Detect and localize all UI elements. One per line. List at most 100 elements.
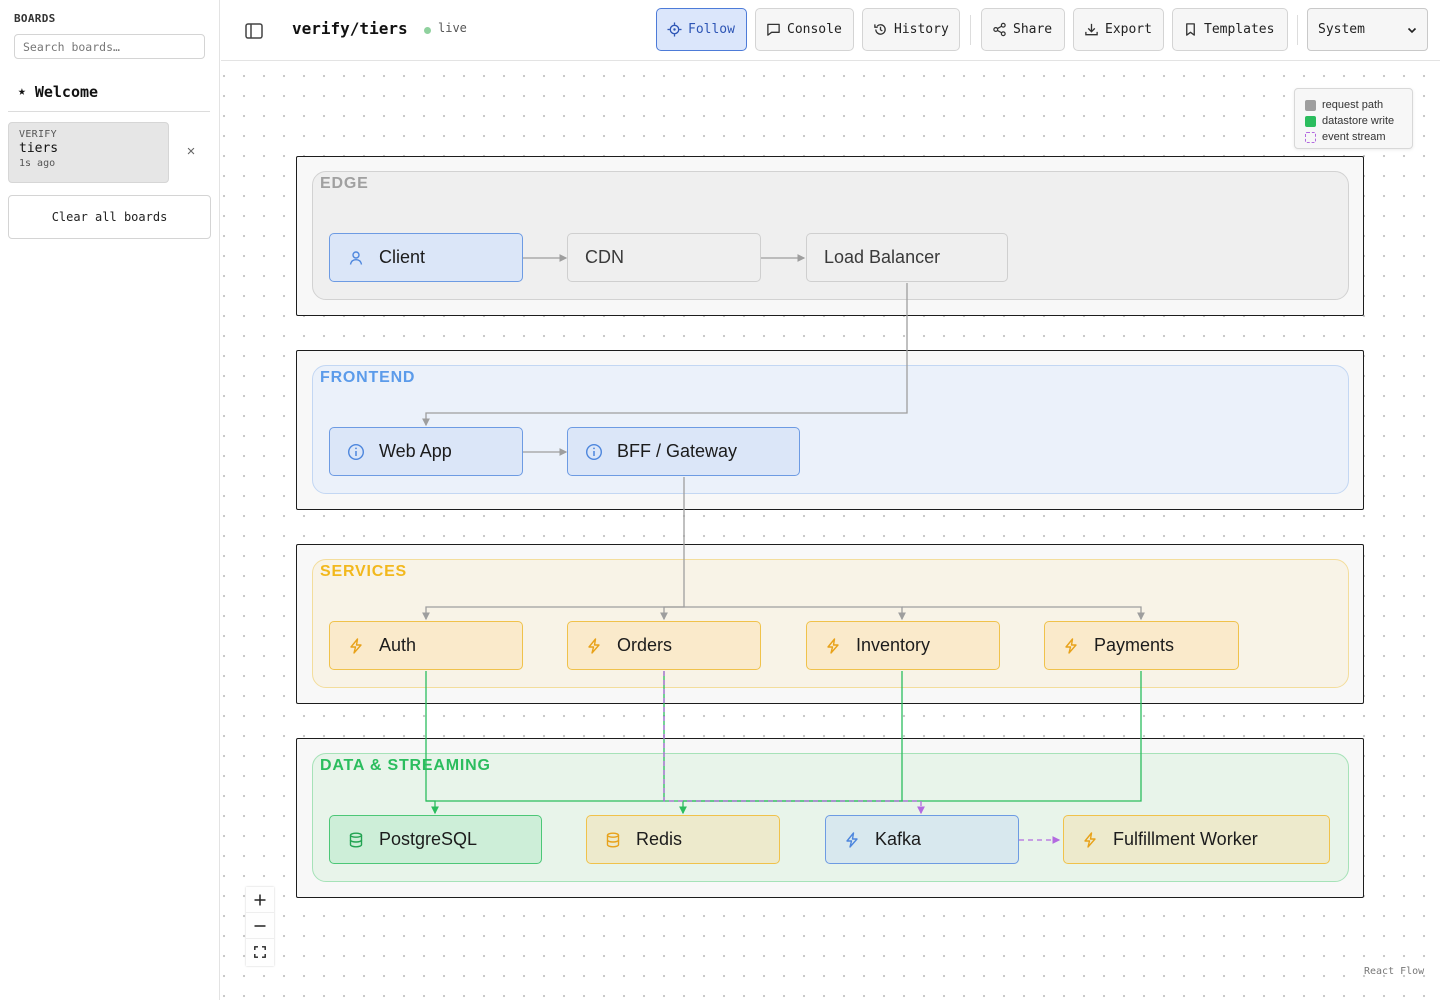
database-icon <box>604 831 622 849</box>
node-client[interactable]: Client <box>329 233 523 282</box>
download-icon <box>1085 23 1098 36</box>
board-name: tiers <box>19 141 59 156</box>
legend-label-stream: event stream <box>1322 131 1386 143</box>
node-fulfillment-worker[interactable]: Fulfillment Worker <box>1063 815 1330 864</box>
search-boards-input[interactable] <box>14 34 205 59</box>
sidebar-toggle-icon[interactable] <box>243 20 265 42</box>
legend-row-write: datastore write <box>1305 113 1412 129</box>
follow-button[interactable]: Follow <box>656 8 747 51</box>
legend-swatch-write <box>1305 115 1316 127</box>
node-label: Inventory <box>856 635 931 655</box>
tier-label-data: DATA & STREAMING <box>320 757 491 774</box>
info-icon <box>347 443 365 461</box>
clear-all-boards-button[interactable]: Clear all boards <box>8 195 211 239</box>
fullscreen-icon <box>254 946 266 958</box>
minus-icon <box>254 924 266 927</box>
templates-label: Templates <box>1204 22 1275 37</box>
toolbar-divider <box>1297 15 1298 45</box>
top-toolbar: verify/tiers live Follow Console History… <box>221 0 1440 61</box>
node-label: PostgreSQL <box>379 829 478 849</box>
share-icon <box>993 22 1006 37</box>
boards-sidebar: BOARDS ★ Welcome VERIFY tiers 1s ago × C… <box>0 0 220 1000</box>
console-label: Console <box>787 22 842 37</box>
theme-select[interactable]: System <box>1307 8 1428 51</box>
legend-row-stream: event stream <box>1305 129 1412 145</box>
node-label: Client <box>379 247 426 267</box>
history-button[interactable]: History <box>862 8 960 51</box>
edge-legend: request path datastore write event strea… <box>1294 88 1413 149</box>
export-label: Export <box>1105 22 1152 37</box>
sidebar-title: BOARDS <box>14 12 56 25</box>
legend-label-write: datastore write <box>1322 115 1395 127</box>
flow-canvas[interactable]: EDGE FRONTEND SERVICES DATA & STREAMING <box>221 61 1440 1000</box>
node-label: Kafka <box>875 829 922 849</box>
node-web-app[interactable]: Web App <box>329 427 523 476</box>
node-label: Fulfillment Worker <box>1113 829 1258 849</box>
lightning-icon <box>347 637 365 655</box>
templates-button[interactable]: Templates <box>1172 8 1288 51</box>
node-cdn[interactable]: CDN <box>567 233 761 282</box>
react-flow-attribution[interactable]: React Flow <box>1364 966 1425 977</box>
node-redis[interactable]: Redis <box>586 815 780 864</box>
node-label: Load Balancer <box>824 247 941 267</box>
legend-swatch-request <box>1305 99 1316 111</box>
sidebar-item-welcome[interactable]: ★ Welcome <box>8 72 210 112</box>
share-button[interactable]: Share <box>981 8 1065 51</box>
node-load-balancer[interactable]: Load Balancer <box>806 233 1008 282</box>
tier-label-services: SERVICES <box>320 563 408 580</box>
crosshair-icon <box>667 22 682 37</box>
close-board-icon[interactable]: × <box>186 143 196 160</box>
lightning-icon <box>843 831 861 849</box>
legend-row-request: request path <box>1305 97 1412 113</box>
info-icon <box>585 443 603 461</box>
node-inventory[interactable]: Inventory <box>806 621 1000 670</box>
theme-select-value: System <box>1318 22 1365 37</box>
page-title: verify/tiers <box>292 19 408 38</box>
console-button[interactable]: Console <box>755 8 854 51</box>
legend-swatch-stream <box>1305 131 1316 143</box>
node-orders[interactable]: Orders <box>567 621 761 670</box>
node-kafka[interactable]: Kafka <box>825 815 1019 864</box>
lightning-icon <box>585 637 603 655</box>
node-postgresql[interactable]: PostgreSQL <box>329 815 542 864</box>
database-icon <box>347 831 365 849</box>
fit-view-button[interactable] <box>246 939 274 965</box>
node-label: BFF / Gateway <box>617 441 738 461</box>
chat-icon <box>767 23 780 36</box>
welcome-label: Welcome <box>34 82 99 101</box>
lightning-icon <box>824 637 842 655</box>
history-label: History <box>894 22 949 37</box>
zoom-out-button[interactable] <box>246 913 274 939</box>
legend-label-request: request path <box>1322 99 1384 111</box>
live-status-dot <box>424 27 431 34</box>
node-bff-gateway[interactable]: BFF / Gateway <box>567 427 800 476</box>
zoom-in-button[interactable] <box>246 887 274 913</box>
chevron-down-icon <box>1407 27 1417 33</box>
node-label: CDN <box>585 247 624 267</box>
follow-label: Follow <box>688 22 735 37</box>
node-label: Auth <box>379 635 417 655</box>
board-time: 1s ago <box>19 158 56 169</box>
tier-label-edge: EDGE <box>320 175 369 192</box>
share-label: Share <box>1013 22 1053 37</box>
user-icon <box>347 249 365 267</box>
tier-label-frontend: FRONTEND <box>320 369 416 386</box>
lightning-icon <box>1081 831 1099 849</box>
node-payments[interactable]: Payments <box>1044 621 1239 670</box>
export-button[interactable]: Export <box>1073 8 1164 51</box>
board-kind: VERIFY <box>19 129 57 140</box>
node-label: Payments <box>1094 635 1175 655</box>
node-label: Web App <box>379 441 452 461</box>
node-auth[interactable]: Auth <box>329 621 523 670</box>
zoom-controls <box>246 887 274 966</box>
star-icon: ★ <box>18 84 26 99</box>
lightning-icon <box>1062 637 1080 655</box>
toolbar-divider <box>970 15 971 45</box>
board-card-tiers[interactable]: VERIFY tiers 1s ago <box>8 122 169 183</box>
history-icon <box>874 24 886 35</box>
node-label: Orders <box>617 635 673 655</box>
bookmark-icon <box>1186 23 1195 36</box>
plus-icon <box>254 894 266 905</box>
node-label: Redis <box>636 829 683 849</box>
live-status-text: live <box>438 21 467 35</box>
